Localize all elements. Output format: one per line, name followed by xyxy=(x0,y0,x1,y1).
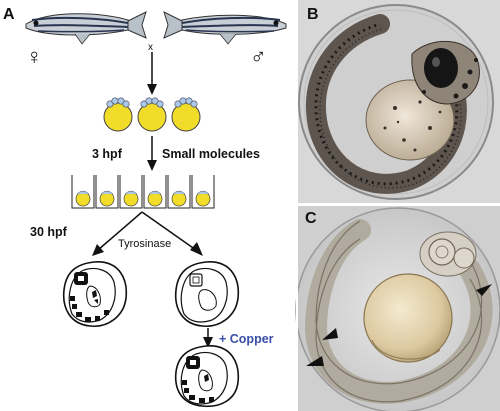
tyrosinase-label: Tyrosinase xyxy=(118,238,171,250)
well-embryos xyxy=(75,190,211,207)
panel-b-photo: B xyxy=(298,0,500,203)
arrow-eggs-to-wells xyxy=(147,136,157,171)
embryo-tail xyxy=(305,14,467,194)
embryo-eye xyxy=(424,48,458,88)
small-molecules-label: Small molecules xyxy=(162,147,260,161)
pigmented-embryo-sketch xyxy=(62,261,128,327)
egg xyxy=(171,97,201,132)
female-fish xyxy=(25,11,147,45)
panel-b-letter: B xyxy=(307,6,319,23)
panel-a-letter: A xyxy=(3,6,15,23)
arrowhead-marker xyxy=(306,356,324,366)
well-row xyxy=(71,175,215,209)
embryo-eye xyxy=(428,238,456,266)
unpigmented-embryo-sketch xyxy=(174,261,240,327)
copper-label: + Copper xyxy=(219,332,274,346)
branch-arrows xyxy=(92,211,203,256)
panel-divider xyxy=(296,0,298,411)
panel-c-letter: C xyxy=(305,210,317,227)
egg xyxy=(137,97,167,132)
egg xyxy=(103,97,133,132)
time-30hpf-label: 30 hpf xyxy=(30,225,68,239)
panel-divider xyxy=(298,203,500,206)
panel-c-photo: C xyxy=(295,206,500,411)
female-symbol: ♀ xyxy=(26,44,43,69)
male-symbol: ♂ xyxy=(250,44,267,69)
arrow-cross-to-eggs xyxy=(147,52,157,95)
time-3hpf-label: 3 hpf xyxy=(92,147,123,161)
embryo-body xyxy=(304,219,493,404)
cross-mark: x xyxy=(148,42,153,53)
rescued-embryo-sketch xyxy=(174,345,240,408)
male-fish xyxy=(163,11,287,45)
arrow-copper-rescue xyxy=(203,328,213,348)
arrowhead-marker xyxy=(322,328,338,340)
yolk xyxy=(363,273,453,363)
panel-a: A ♀ ♂ x xyxy=(3,6,287,408)
egg-row xyxy=(103,97,201,132)
arrowhead-marker xyxy=(476,284,492,296)
